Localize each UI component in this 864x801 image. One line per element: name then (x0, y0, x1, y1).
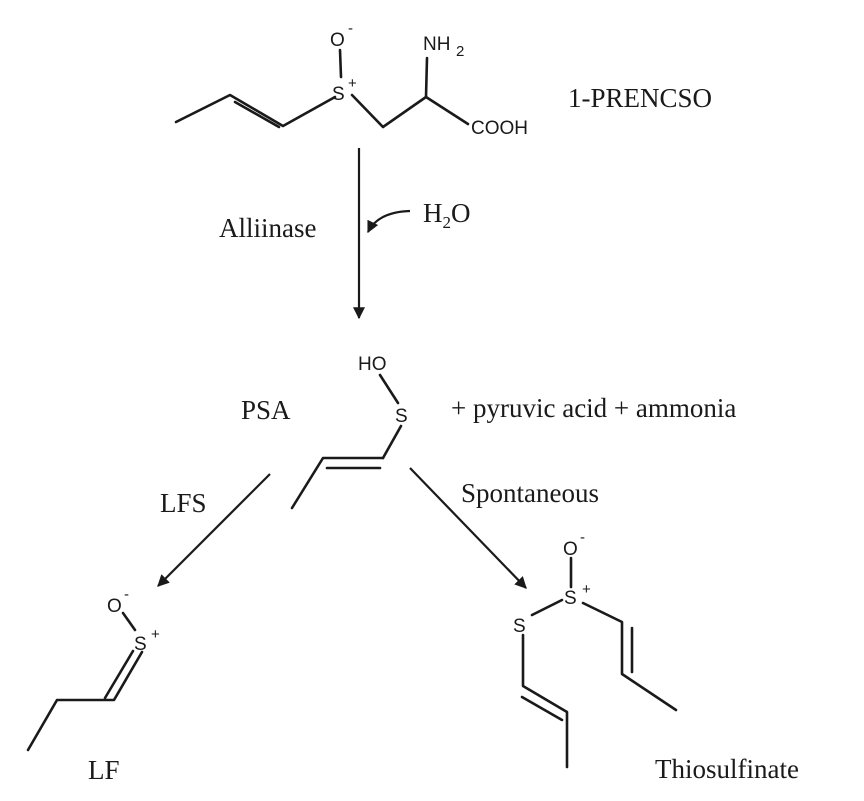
thiosulfinate-sulfur-right: S (564, 588, 577, 609)
spontaneous-label: Spontaneous (461, 478, 599, 508)
lf-sulfur: S (134, 634, 147, 655)
thiosulfinate-oxygen-charge: - (580, 529, 585, 546)
psa-sulfur: S (395, 406, 408, 427)
psa-label: PSA (241, 395, 291, 425)
lf-chain (26, 650, 144, 752)
thiosulfinate-ss-bond (530, 598, 564, 617)
prencso-amine-group: NH (423, 34, 450, 55)
lf-label: LF (88, 755, 120, 785)
alliinase-label: Alliinase (219, 213, 316, 243)
water-label: H2O (423, 198, 471, 232)
psa-s-c-bond (381, 424, 403, 460)
prencso-alkyl-chain (350, 93, 470, 129)
prencso-propenyl-chain (174, 93, 337, 128)
thiosulfinate-left-double-bond (520, 695, 564, 722)
psa-ho-bond (378, 373, 400, 405)
thiosulfinate-sulfur-left: S (513, 616, 526, 637)
prencso-amine-bond (424, 56, 429, 99)
prencso-so-bond (338, 48, 343, 79)
prencso-double-bond (233, 100, 281, 129)
prencso-label: 1-PRENCSO (568, 83, 712, 113)
prencso-structure: O - S + NH 2 COOH (174, 20, 528, 139)
prencso-carboxyl-group: COOH (471, 118, 528, 139)
lf-double-bond (103, 649, 135, 700)
thiosulfinate-left-chain (521, 633, 569, 769)
prencso-oxygen: O (330, 30, 345, 51)
spontaneous-arrow (409, 467, 527, 589)
psa-chain (290, 456, 385, 510)
lf-oxygen: O (107, 596, 122, 617)
lfs-arrow (157, 473, 271, 587)
byproducts-label: + pyruvic acid + ammonia (451, 393, 736, 423)
psa-structure: HO S (290, 354, 408, 510)
water-input-arrow (367, 209, 411, 234)
thiosulfinate-label: Thiosulfinate (655, 754, 799, 784)
lf-oxygen-charge: - (124, 586, 129, 603)
lf-sulfur-charge: + (151, 626, 160, 643)
prencso-sulfur-charge: + (348, 75, 357, 92)
thiosulfinate-right-chain (581, 601, 678, 712)
prencso-sulfur: S (332, 84, 345, 105)
psa-hydroxyl: HO (358, 354, 387, 375)
thiosulfinate-sulfur-charge: + (582, 581, 591, 598)
lfs-label: LFS (160, 488, 207, 518)
thiosulfinate-oxygen: O (563, 539, 578, 560)
lf-structure: O - S + (26, 586, 160, 752)
prencso-amine-subscript: 2 (456, 43, 464, 60)
lf-so-bond (121, 611, 137, 632)
prencso-oxygen-charge: - (348, 20, 353, 37)
thiosulfinate-structure: O - S S + (513, 529, 678, 769)
